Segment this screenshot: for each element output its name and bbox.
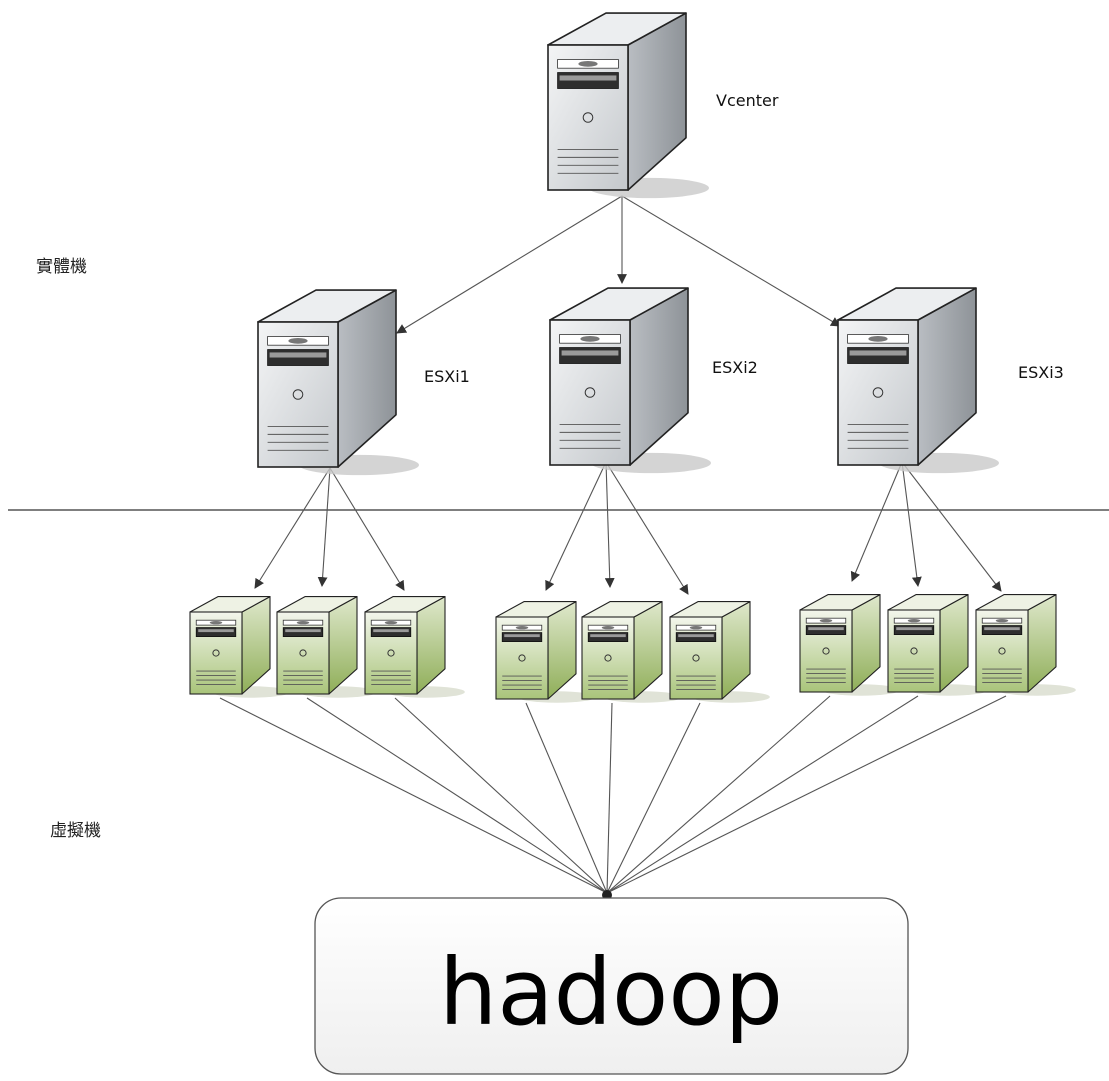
esxi2-label: ESXi2: [712, 358, 758, 377]
esxi-to-vm-connectors: [254, 461, 1002, 595]
vm-to-hadoop-line: [606, 695, 919, 894]
vm-to-hadoop-line: [606, 702, 701, 894]
hadoop-box: [314, 897, 909, 1075]
vm-to-hadoop-line: [606, 695, 831, 894]
vm-server-icon: [189, 596, 290, 698]
vcenter-to-esxi-connectors: [396, 195, 841, 334]
esxi2-to-vm3-arrow: [605, 461, 689, 595]
esxi3-label: ESXi3: [1018, 363, 1064, 382]
vm-server-icon: [276, 596, 377, 698]
vm-to-hadoop-line: [306, 697, 608, 894]
esxi1-to-vm3-arrow: [329, 467, 405, 591]
esxi1-server-icon: [257, 289, 419, 476]
esxi2-server-icon: [549, 287, 711, 474]
vm-server-icon: [799, 594, 900, 696]
esxi1-label: ESXi1: [424, 367, 470, 386]
physical-zone-label: 實體機: [36, 257, 87, 277]
vm-server-icon: [495, 601, 596, 703]
vm-server-icon: [364, 596, 465, 698]
vcenter-server-icon: [547, 12, 709, 199]
esxi2-to-vm1-arrow: [545, 461, 607, 591]
esxi1-to-vm1-arrow: [254, 467, 331, 589]
vcenter-to-esxi3-arrow: [621, 195, 841, 327]
vm-to-hadoop-connectors: [219, 695, 1007, 900]
vm-to-hadoop-line: [525, 702, 608, 894]
vm-server-icon: [669, 601, 770, 703]
esxi1-to-vm2-arrow: [317, 467, 331, 587]
virtual-zone-label: 虛擬機: [50, 821, 101, 841]
server-icons: [189, 12, 1076, 703]
vm-to-hadoop-line: [219, 697, 608, 894]
esxi3-to-vm3-arrow: [901, 461, 1002, 592]
esxi3-server-icon: [837, 287, 999, 474]
vm-server-icon: [887, 594, 988, 696]
esxi3-to-vm1-arrow: [850, 461, 903, 582]
esxi2-to-vm2-arrow: [604, 461, 615, 588]
vm-server-icon: [975, 594, 1076, 696]
vcenter-to-esxi1-arrow: [396, 195, 623, 334]
hadoop-label: hadoop: [439, 939, 783, 1046]
esxi3-to-vm2-arrow: [901, 461, 922, 587]
vm-server-icon: [581, 601, 682, 703]
vm-to-hadoop-line: [394, 697, 608, 894]
vm-to-hadoop-line: [606, 695, 1007, 894]
vcenter-label: Vcenter: [716, 91, 779, 110]
vm-to-hadoop-line: [606, 702, 613, 894]
